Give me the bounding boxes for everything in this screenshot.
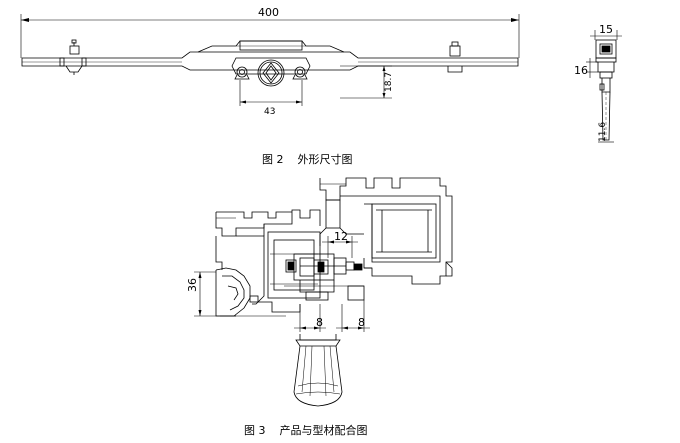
fig2-side-view <box>586 30 622 143</box>
dim-center-span: 43 <box>264 107 275 117</box>
dim-gap: 12 <box>334 230 348 243</box>
figure3-caption: 图 3 产品与型材配合图 <box>244 424 368 437</box>
dim-length: 400 <box>258 6 279 19</box>
frame-profile <box>319 177 453 285</box>
fig2-top-view <box>20 14 520 106</box>
figure2-caption: 图 2 外形尺寸图 <box>262 153 353 166</box>
dim-width: 15 <box>599 23 613 36</box>
dim-lower: 11.6 <box>598 122 608 142</box>
dim-height-36: 36 <box>186 278 199 292</box>
sash-profile <box>215 209 321 317</box>
spindle-symbol <box>257 59 285 87</box>
dim-right-8: 8 <box>358 316 365 329</box>
dim-left-8: 8 <box>316 316 323 329</box>
fig3-assembly <box>194 177 453 407</box>
handle <box>293 334 343 407</box>
mechanism <box>284 253 365 301</box>
dim-offset: 18.7 <box>384 72 394 92</box>
dim-height: 16 <box>574 64 588 77</box>
